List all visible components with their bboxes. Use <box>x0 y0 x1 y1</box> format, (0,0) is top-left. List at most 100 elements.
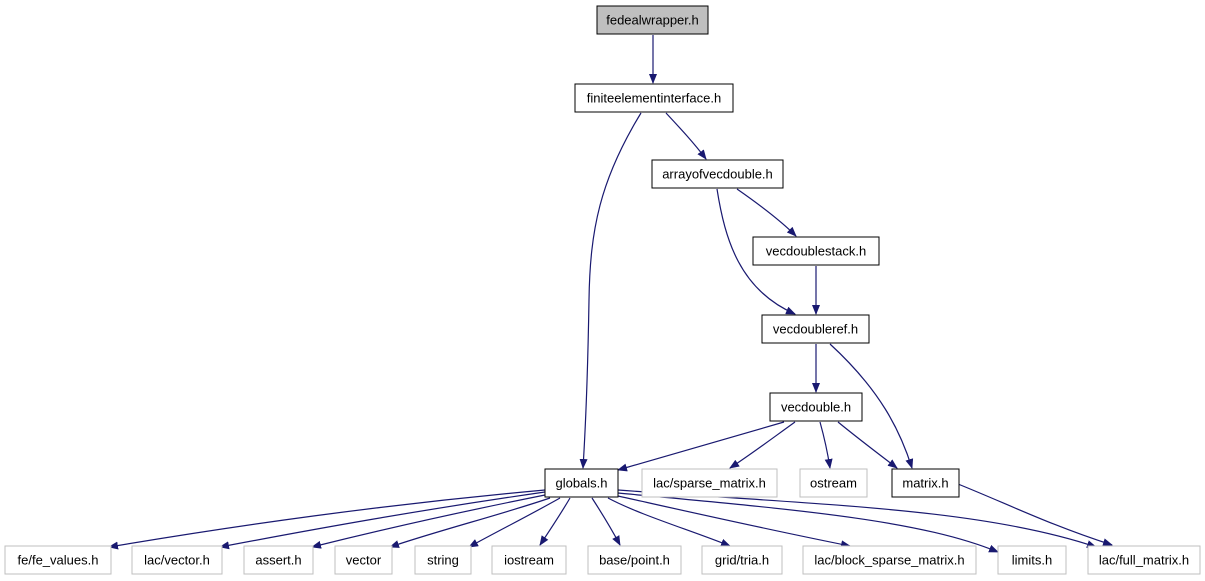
edge-line <box>468 497 561 548</box>
node-label: fe/fe_values.h <box>18 553 99 568</box>
edge-line <box>736 188 797 237</box>
edge-arrayofvecdouble-to-vecdoublestack <box>736 188 797 237</box>
node-sparse_matrix: lac/sparse_matrix.h <box>641 468 778 498</box>
edge-globals-to-fe_values <box>108 489 546 550</box>
node-label: lac/full_matrix.h <box>1099 553 1189 568</box>
edge-vecdoubleref-to-matrix <box>829 343 914 469</box>
edge-line <box>219 491 546 550</box>
edge-globals-to-assert <box>311 494 546 549</box>
edge-finiteelementinterface-to-globals <box>579 112 642 469</box>
edge-arrayofvecdouble-to-vecdoubleref <box>716 188 796 315</box>
node-label: limits.h <box>1012 553 1052 568</box>
node-box <box>587 545 682 575</box>
node-box <box>641 468 778 498</box>
node-box <box>574 83 734 113</box>
edge-vecdouble-to-matrix <box>837 421 898 469</box>
node-full_matrix: lac/full_matrix.h <box>1087 545 1201 575</box>
edge-globals-to-iostream <box>539 497 571 546</box>
node-finiteelementinterface[interactable]: finiteelementinterface.h <box>574 83 734 113</box>
edge-matrix-to-full_matrix <box>957 483 1113 547</box>
node-box <box>769 392 863 422</box>
node-label: finiteelementinterface.h <box>587 91 721 106</box>
node-arrayofvecdouble[interactable]: arrayofvecdouble.h <box>651 159 784 189</box>
edge-line <box>579 112 642 469</box>
edge-line <box>617 495 851 549</box>
node-label: lac/block_sparse_matrix.h <box>814 553 964 568</box>
edge-line <box>819 421 833 469</box>
node-box <box>799 468 868 498</box>
node-label: vector <box>346 553 382 568</box>
node-std_vector: vector <box>334 545 393 575</box>
edge-line <box>607 497 731 547</box>
node-assert: assert.h <box>243 545 314 575</box>
node-label: matrix.h <box>902 476 948 491</box>
node-box <box>891 468 960 498</box>
edge-line <box>389 497 551 548</box>
node-box <box>761 314 870 344</box>
edge-globals-to-limits <box>617 492 999 553</box>
edge-line <box>837 421 898 469</box>
node-limits: limits.h <box>997 545 1067 575</box>
node-box <box>131 545 223 575</box>
node-string: string <box>414 545 472 575</box>
edge-vecdouble-to-ostream <box>819 421 833 469</box>
edge-line <box>665 112 707 160</box>
node-box <box>334 545 393 575</box>
edge-line <box>108 489 546 550</box>
node-tria: grid/tria.h <box>701 545 783 575</box>
edge-line <box>829 343 914 469</box>
edge-vecdouble-to-globals <box>617 421 785 472</box>
node-label: ostream <box>810 476 857 491</box>
node-fedealwrapper[interactable]: fedealwrapper.h <box>596 5 709 35</box>
node-box <box>802 545 977 575</box>
node-block_sparse_matrix: lac/block_sparse_matrix.h <box>802 545 977 575</box>
edge-line <box>311 494 546 549</box>
node-ostream: ostream <box>799 468 868 498</box>
node-label: vecdouble.h <box>781 400 851 415</box>
node-vecdoubleref[interactable]: vecdoubleref.h <box>761 314 870 344</box>
node-label: lac/vector.h <box>144 553 210 568</box>
edge-finiteelementinterface-to-arrayofvecdouble <box>665 112 707 160</box>
node-label: vecdoublestack.h <box>766 244 866 259</box>
node-box <box>491 545 567 575</box>
node-box <box>4 545 112 575</box>
node-fe_values: fe/fe_values.h <box>4 545 112 575</box>
edge-line <box>539 497 571 546</box>
node-label: vecdoubleref.h <box>773 322 858 337</box>
node-box <box>596 5 709 35</box>
node-vecdoublestack[interactable]: vecdoublestack.h <box>752 236 880 266</box>
node-box <box>1087 545 1201 575</box>
node-point: base/point.h <box>587 545 682 575</box>
edge-globals-to-block_sparse_matrix <box>617 495 851 549</box>
edge-globals-to-point <box>591 497 621 546</box>
edge-globals-to-std_vector <box>389 497 551 548</box>
node-label: string <box>427 553 459 568</box>
edge-line <box>716 188 796 315</box>
node-box <box>544 468 619 498</box>
edge-line <box>617 421 785 472</box>
node-box <box>414 545 472 575</box>
nodes-layer: fedealwrapper.h finiteelementinterface.h a… <box>4 5 1201 575</box>
node-box <box>701 545 783 575</box>
node-label: fedealwrapper.h <box>606 13 699 28</box>
node-label: assert.h <box>255 553 301 568</box>
edge-line <box>617 492 999 553</box>
node-label: globals.h <box>555 476 607 491</box>
node-iostream: iostream <box>491 545 567 575</box>
node-label: grid/tria.h <box>715 553 769 568</box>
node-label: lac/sparse_matrix.h <box>653 476 766 491</box>
edge-globals-to-vector <box>219 491 546 550</box>
edge-vecdouble-to-sparse_matrix <box>729 421 796 469</box>
node-box <box>651 159 784 189</box>
node-label: arrayofvecdouble.h <box>662 167 773 182</box>
node-label: iostream <box>504 553 554 568</box>
edge-globals-to-tria <box>607 497 731 547</box>
edge-line <box>957 483 1113 547</box>
node-label: base/point.h <box>599 553 670 568</box>
node-vecdouble[interactable]: vecdouble.h <box>769 392 863 422</box>
node-matrix[interactable]: matrix.h <box>891 468 960 498</box>
node-globals[interactable]: globals.h <box>544 468 619 498</box>
node-box <box>243 545 314 575</box>
edge-line <box>591 497 621 546</box>
